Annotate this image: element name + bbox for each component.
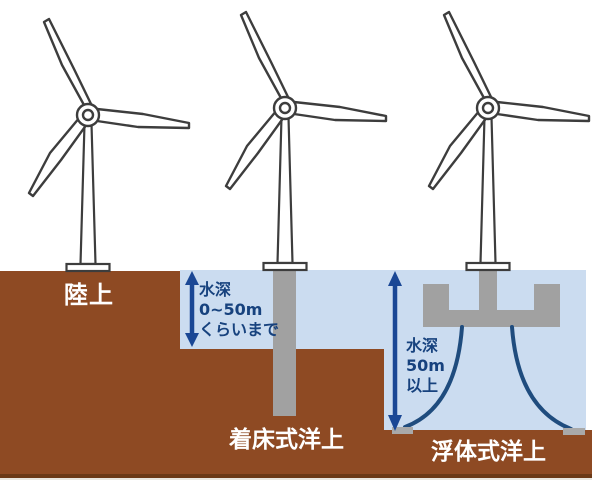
wind-turbine-fixed-icon <box>224 10 388 272</box>
depth-arrow-deep-icon <box>388 271 402 431</box>
depth-shallow-line2: 0~50m <box>199 300 263 319</box>
seabed-anchor-right <box>563 428 585 435</box>
onshore-ground <box>0 271 180 474</box>
depth-deep-line3: 以上 <box>406 376 439 395</box>
wind-turbine-onshore-icon <box>27 17 191 273</box>
label-depth-deep: 水深 50m 以上 <box>406 336 445 396</box>
depth-deep-line2: 50m <box>406 356 445 375</box>
label-depth-shallow: 水深 0~50m くらいまで <box>199 280 279 340</box>
depth-shallow-line3: くらいまで <box>199 320 280 339</box>
wind-turbine-floating-icon <box>427 10 591 272</box>
label-fixed-offshore: 着床式洋上 <box>229 427 344 453</box>
ground-bottom-line <box>0 474 592 478</box>
shallow-water-area <box>180 270 586 349</box>
depth-shallow-line1: 水深 <box>199 280 232 299</box>
mooring-line-left <box>403 325 464 429</box>
monopile-foundation <box>273 267 296 416</box>
mooring-line-right <box>510 325 573 431</box>
deep-seabed-ground <box>384 430 592 474</box>
depth-arrow-shallow-icon <box>185 271 199 347</box>
floating-platform <box>423 269 560 327</box>
seabed-anchor-left <box>392 427 413 434</box>
depth-deep-line1: 水深 <box>406 336 439 355</box>
label-onshore: 陸上 <box>64 281 114 309</box>
ground-bottom-edge <box>0 478 592 480</box>
label-floating-offshore: 浮体式洋上 <box>431 439 546 465</box>
